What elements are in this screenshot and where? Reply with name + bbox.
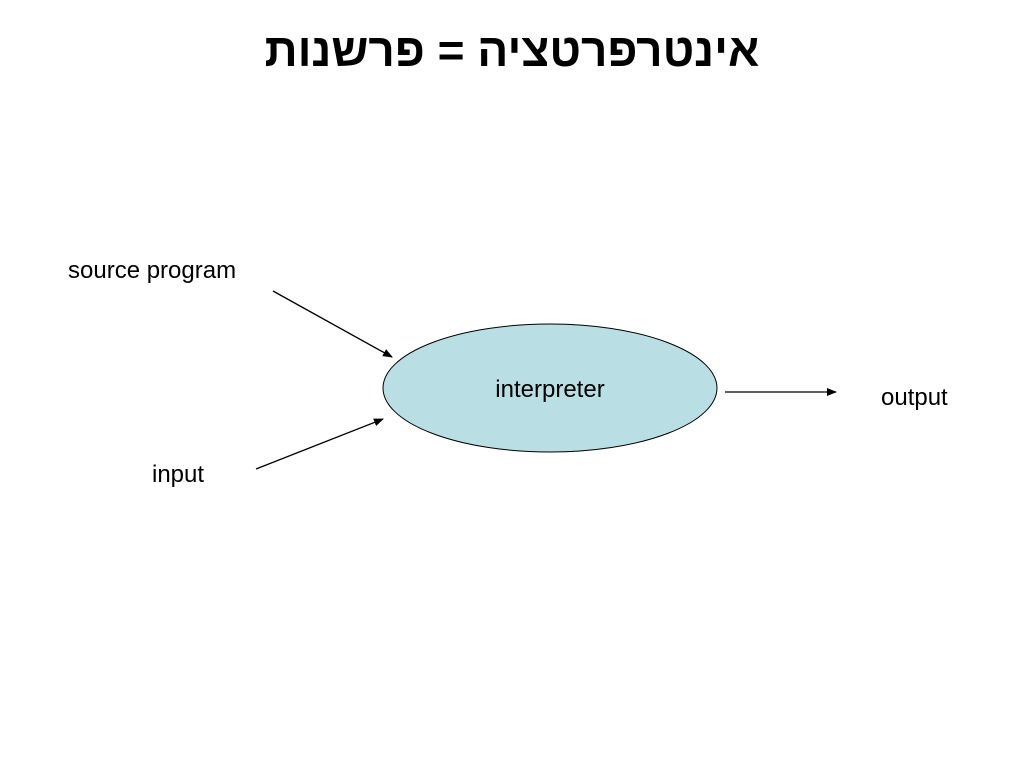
interpreter-node [382, 323, 718, 453]
output-label: output [881, 384, 948, 411]
arrow-source-to-interpreter [272, 290, 393, 358]
interpreter-label: interpreter [495, 376, 604, 403]
slide-title: אינטרפרטציה = פרשנות [264, 24, 760, 76]
arrow-input-to-interpreter [255, 418, 384, 470]
source-program-label: source program [68, 257, 236, 284]
input-label: input [152, 461, 204, 488]
